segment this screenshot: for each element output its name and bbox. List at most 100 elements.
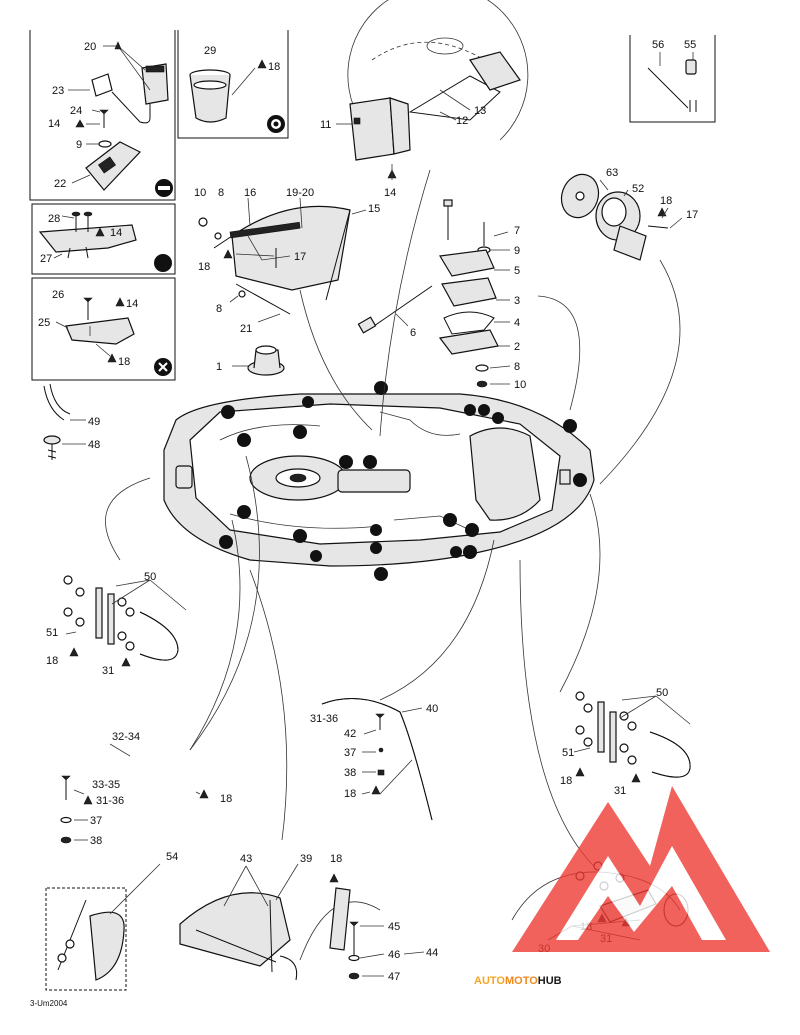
tee-marker-icon: [221, 405, 235, 419]
part-label-25: 25: [38, 317, 50, 329]
fasteners-48-49: [43, 383, 86, 460]
part-label-33-35: 33-35: [92, 779, 120, 791]
rail-part-40: [321, 698, 433, 821]
part-label-31: 31: [614, 785, 626, 797]
bar-marker-icon: [237, 505, 251, 519]
ring-marker-icon: [450, 546, 462, 558]
part-label-63: 63: [606, 167, 618, 179]
part-label-54: 54: [166, 851, 178, 863]
bar-marker-icon: [463, 545, 477, 559]
part-label-31-36: 31-36: [96, 795, 124, 807]
bumper-assembly-right: [573, 691, 691, 783]
part-label-10: 10: [514, 379, 526, 391]
cross-marker-icon: [563, 419, 577, 433]
part-label-18: 18: [198, 261, 210, 273]
watermark-logo-icon: [512, 786, 770, 952]
detail-circle-44-47: [299, 873, 425, 980]
part-label-37: 37: [344, 747, 356, 759]
bar-marker-icon: [443, 513, 457, 527]
ring-marker-icon: [302, 396, 314, 408]
watermark-text: AUTOMOTOHUB: [474, 975, 562, 987]
part-label-7: 7: [514, 225, 520, 237]
part-label-8: 8: [514, 361, 520, 373]
vent-part-1: [232, 345, 285, 376]
part-label-18: 18: [560, 775, 572, 787]
part-label-1: 1: [216, 361, 222, 373]
drain-plug-assembly: [560, 173, 683, 261]
part-label-26: 26: [52, 289, 64, 301]
inset-box-cross-marker: [31, 277, 176, 381]
part-label-50: 50: [656, 687, 668, 699]
rear-panel-39-43: [179, 863, 299, 981]
ring-marker-icon: [310, 550, 322, 562]
part-label-17: 17: [686, 209, 698, 221]
ring-marker-icon: [370, 524, 382, 536]
cross-marker-icon: [573, 473, 587, 487]
ring-marker-icon: [370, 542, 382, 554]
bar-marker-icon: [363, 455, 377, 469]
part-label-18: 18: [330, 853, 342, 865]
tee-marker-icon: [154, 254, 172, 272]
detail-box-54: [45, 863, 161, 991]
part-label-16: 16: [244, 187, 256, 199]
glove-box-assembly: [198, 197, 367, 323]
part-label-8: 8: [216, 303, 222, 315]
part-label-48: 48: [88, 439, 100, 451]
part-label-31-36: 31-36: [310, 713, 338, 725]
part-label-11: 11: [320, 119, 331, 131]
part-label-28: 28: [48, 213, 60, 225]
part-label-6: 6: [410, 327, 416, 339]
bar-marker-icon: [293, 529, 307, 543]
part-label-55: 55: [684, 39, 696, 51]
part-label-10: 10: [194, 187, 206, 199]
part-label-18: 18: [220, 793, 232, 805]
part-label-3: 3: [514, 295, 520, 307]
part-label-21: 21: [240, 323, 252, 335]
part-label-15: 15: [368, 203, 380, 215]
latch-stack-assembly: [357, 199, 511, 388]
ring-marker-icon: [492, 412, 504, 424]
hull-deck: [163, 393, 595, 567]
tee-marker-icon: [465, 523, 479, 537]
part-label-46: 46: [388, 949, 400, 961]
bumper-assembly-left: [63, 575, 187, 667]
tee-marker-icon: [374, 381, 388, 395]
ring-marker-icon: [478, 404, 490, 416]
part-label-18: 18: [118, 356, 130, 368]
part-label-38: 38: [344, 767, 356, 779]
part-label-29: 29: [204, 45, 216, 57]
part-label-52: 52: [632, 183, 644, 195]
part-label-43: 43: [240, 853, 252, 865]
part-label-31: 31: [102, 665, 114, 677]
part-label-9: 9: [76, 139, 82, 151]
part-label-23: 23: [52, 85, 64, 97]
part-label-42: 42: [344, 728, 356, 740]
part-label-22: 22: [54, 178, 66, 190]
part-label-18: 18: [344, 788, 356, 800]
part-label-4: 4: [514, 317, 520, 329]
watermark-auto: AUTO: [474, 975, 505, 987]
part-label-18: 18: [268, 61, 280, 73]
part-label-47: 47: [388, 971, 400, 983]
part-label-9: 9: [514, 245, 520, 257]
part-label-2: 2: [514, 341, 520, 353]
part-label-32-34: 32-34: [112, 731, 140, 743]
part-label-8: 8: [218, 187, 224, 199]
part-label-56: 56: [652, 39, 664, 51]
part-label-12: 12: [456, 115, 468, 127]
part-label-19-20: 19-20: [286, 187, 314, 199]
part-label-51: 51: [562, 747, 574, 759]
part-label-14: 14: [110, 227, 122, 239]
bar-marker-icon: [237, 433, 251, 447]
part-label-39: 39: [300, 853, 312, 865]
tee-marker-icon: [374, 567, 388, 581]
inset-box-bar-marker: [29, 30, 176, 201]
part-label-13: 13: [474, 105, 486, 117]
part-label-45: 45: [388, 921, 400, 933]
part-label-18: 18: [660, 195, 672, 207]
inset-box-tee-marker: T: [31, 203, 176, 275]
grab-handle-32-34: [60, 743, 209, 844]
part-label-24: 24: [70, 105, 82, 117]
part-label-20: 20: [84, 41, 96, 53]
